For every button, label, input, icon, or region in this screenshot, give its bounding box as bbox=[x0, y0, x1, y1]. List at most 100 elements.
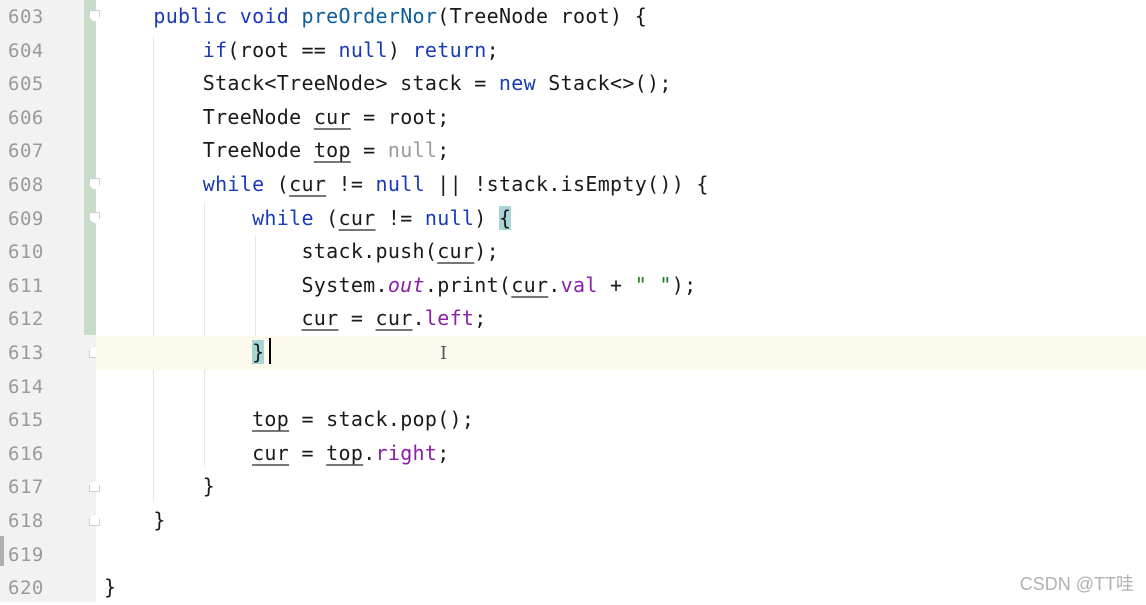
code-token: cur bbox=[375, 306, 413, 331]
gutter-line[interactable]: 611 bbox=[0, 269, 96, 303]
code-line[interactable]: cur = cur.left; bbox=[96, 302, 1146, 336]
code-token: public bbox=[153, 4, 228, 28]
code-token: new bbox=[498, 71, 536, 96]
code-token: = root; bbox=[350, 104, 450, 129]
code-text: } bbox=[104, 575, 116, 599]
code-token bbox=[227, 4, 239, 28]
code-token: while bbox=[252, 205, 314, 230]
code-token: + bbox=[597, 272, 635, 297]
line-number: 610 bbox=[8, 241, 44, 264]
code-token: (root == bbox=[227, 37, 339, 62]
code-token: TreeNode bbox=[104, 104, 314, 129]
code-token: top bbox=[252, 407, 290, 432]
line-number: 608 bbox=[8, 174, 44, 196]
gutter-line[interactable]: 619 bbox=[0, 538, 96, 572]
gutter-line[interactable]: 618 bbox=[0, 504, 100, 538]
fold-end-icon[interactable] bbox=[89, 514, 100, 526]
code-token: cur bbox=[511, 272, 549, 297]
code-text: public void preOrderNor(TreeNode root) { bbox=[104, 4, 647, 28]
code-text: while (cur != null || !stack.isEmpty()) … bbox=[104, 172, 709, 196]
code-token bbox=[104, 4, 153, 28]
code-line[interactable]: System.out.print(cur.val + " "); bbox=[96, 269, 1146, 303]
gutter-line[interactable]: 605 bbox=[0, 67, 96, 101]
gutter-line[interactable]: 606 bbox=[0, 101, 96, 135]
current-code-line[interactable]: } bbox=[96, 336, 1146, 370]
code-token: Stack<TreeNode> stack = bbox=[104, 71, 499, 96]
code-token: return bbox=[412, 37, 487, 62]
vcs-change-marker[interactable] bbox=[84, 0, 96, 335]
gutter-line[interactable]: 617 bbox=[0, 470, 100, 504]
code-token: cur bbox=[252, 440, 290, 465]
code-line[interactable] bbox=[96, 538, 1146, 572]
code-token bbox=[104, 340, 252, 364]
fold-end-icon[interactable] bbox=[89, 480, 100, 493]
code-token bbox=[289, 4, 301, 28]
code-text: } bbox=[104, 340, 265, 364]
code-token: null bbox=[387, 138, 438, 163]
code-text: TreeNode top = null; bbox=[104, 138, 450, 162]
fold-collapse-icon[interactable] bbox=[89, 211, 100, 224]
gutter-separator bbox=[0, 536, 4, 566]
gutter-line[interactable]: 612 bbox=[0, 302, 96, 336]
code-line[interactable]: while (cur != null) { bbox=[96, 202, 1146, 236]
code-line[interactable]: } bbox=[96, 504, 1146, 538]
code-line[interactable]: top = stack.pop(); bbox=[96, 403, 1146, 437]
code-token: while bbox=[202, 172, 265, 196]
gutter-line[interactable]: 609 bbox=[0, 202, 100, 236]
code-token: } bbox=[104, 474, 216, 499]
code-token: if bbox=[202, 37, 228, 62]
code-line[interactable] bbox=[96, 370, 1146, 404]
gutter-line[interactable]: 604 bbox=[0, 34, 96, 68]
code-text: System.out.print(cur.val + " "); bbox=[104, 273, 696, 297]
code-token: left bbox=[424, 306, 475, 331]
line-number: 609 bbox=[8, 207, 44, 230]
code-token bbox=[104, 206, 252, 230]
gutter-line[interactable]: 616 bbox=[0, 437, 96, 471]
code-text: cur = cur.left; bbox=[104, 306, 487, 330]
code-line[interactable]: } bbox=[96, 470, 1146, 504]
gutter-line[interactable]: 620 bbox=[0, 571, 96, 605]
watermark: CSDN @TT哇 bbox=[1019, 574, 1134, 594]
code-line[interactable]: cur = top.right; bbox=[96, 437, 1146, 471]
code-line[interactable]: } bbox=[96, 571, 1146, 605]
line-number: 603 bbox=[8, 6, 44, 28]
code-text: } bbox=[104, 474, 215, 498]
gutter-line[interactable]: 614 bbox=[0, 370, 96, 404]
code-token: { bbox=[498, 205, 512, 230]
code-token bbox=[104, 306, 301, 330]
code-editor[interactable]: public void preOrderNor(TreeNode root) {… bbox=[96, 0, 1146, 602]
code-line[interactable]: while (cur != null || !stack.isEmpty()) … bbox=[96, 168, 1146, 202]
code-line[interactable]: TreeNode cur = root; bbox=[96, 101, 1146, 135]
code-token: ); bbox=[474, 239, 499, 264]
code-line[interactable]: stack.push(cur); bbox=[96, 235, 1146, 269]
line-number-gutter[interactable] bbox=[0, 0, 96, 602]
code-token: } bbox=[104, 508, 166, 532]
fold-collapse-icon[interactable] bbox=[89, 10, 100, 22]
code-token: ; bbox=[437, 138, 450, 163]
gutter-line[interactable]: 615 bbox=[0, 403, 96, 437]
code-token: . bbox=[412, 306, 425, 331]
gutter-line[interactable]: 608 bbox=[0, 168, 100, 202]
mouse-cursor-icon: I bbox=[440, 343, 448, 364]
fold-collapse-icon[interactable] bbox=[89, 178, 100, 190]
gutter-line[interactable]: 613 bbox=[0, 336, 100, 370]
code-text: stack.push(cur); bbox=[104, 239, 499, 263]
code-line[interactable]: Stack<TreeNode> stack = new Stack<>(); bbox=[96, 67, 1146, 101]
code-token: } bbox=[104, 575, 117, 600]
line-number: 614 bbox=[8, 375, 44, 398]
gutter-line[interactable]: 603 bbox=[0, 0, 100, 34]
line-number: 615 bbox=[8, 409, 44, 432]
code-line[interactable]: if(root == null) return; bbox=[96, 34, 1146, 68]
code-token: != bbox=[326, 172, 376, 196]
code-line[interactable]: public void preOrderNor(TreeNode root) { bbox=[96, 0, 1146, 34]
code-line[interactable]: TreeNode top = null; bbox=[96, 134, 1146, 168]
line-number: 606 bbox=[8, 106, 44, 129]
gutter-line[interactable]: 610 bbox=[0, 235, 96, 269]
code-text: } bbox=[104, 508, 166, 532]
code-token: .print( bbox=[424, 272, 512, 297]
code-token: = stack.pop(); bbox=[289, 407, 475, 432]
code-token: top bbox=[313, 138, 351, 163]
code-token: ( bbox=[264, 172, 290, 196]
code-text: top = stack.pop(); bbox=[104, 407, 474, 431]
gutter-line[interactable]: 607 bbox=[0, 134, 96, 168]
